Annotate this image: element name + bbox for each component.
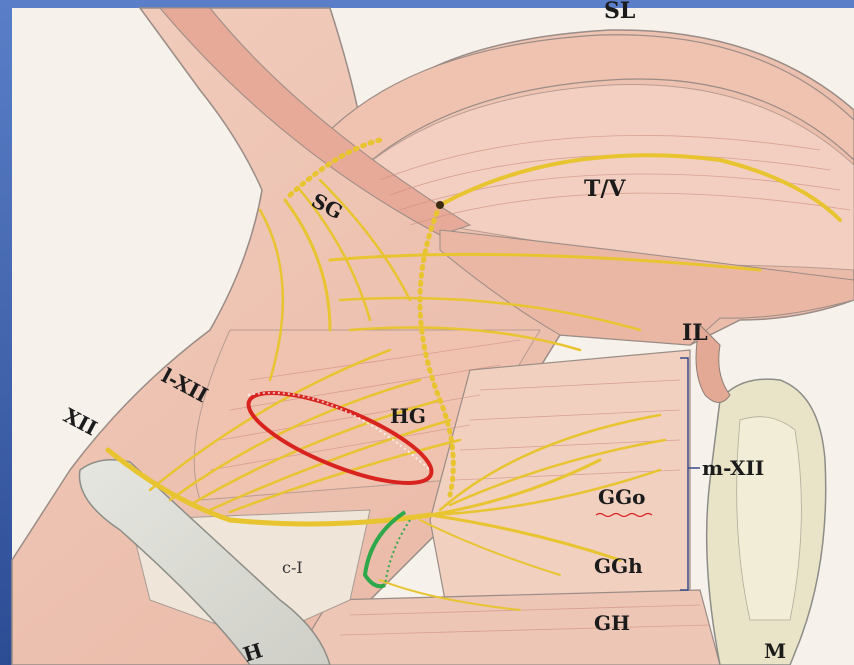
label-il: IL	[682, 320, 708, 346]
label-ggo: GGo	[598, 485, 646, 509]
label-hg: HG	[390, 404, 426, 428]
mandible-inner	[737, 417, 802, 620]
label-sl: SL	[604, 0, 635, 24]
geniohyoid-muscle	[290, 590, 720, 665]
label-gh: GH	[594, 611, 630, 635]
label-tv: T/V	[584, 176, 626, 202]
label-m: M	[764, 639, 786, 663]
label-ci: c-I	[282, 558, 303, 577]
label-mxii: m-XII	[702, 456, 764, 480]
nerve-junction-dot	[436, 201, 444, 209]
label-ggh: GGh	[594, 554, 643, 578]
